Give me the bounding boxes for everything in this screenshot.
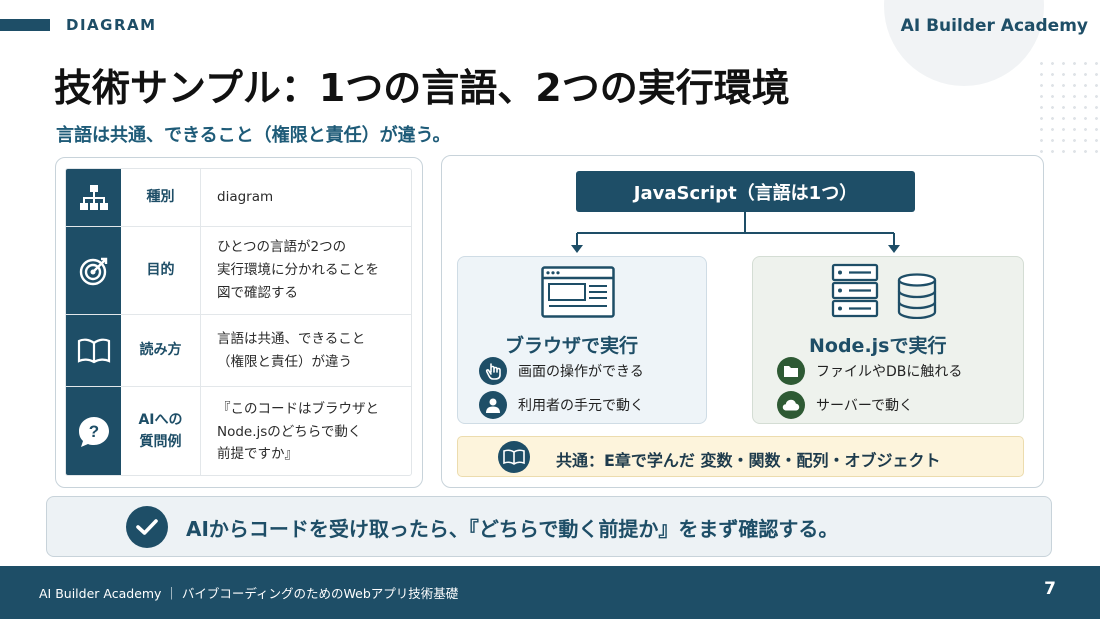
- info-value: 言語は共通、できること （権限と責任）が違う: [217, 330, 366, 370]
- callout-text: AIからコードを受け取ったら、『どちらで動く前提か』をまず確認する。: [186, 517, 839, 541]
- key-takeaway-callout: [46, 496, 1052, 557]
- background-dots: [1036, 58, 1098, 158]
- javascript-root-node: JavaScript（言語は1つ）: [576, 171, 915, 212]
- page-number: 7: [1044, 579, 1056, 599]
- node-item: ファイルやDBに触れる: [777, 357, 962, 385]
- info-row-type: 種別 diagram: [66, 169, 411, 226]
- info-label: 読み方: [121, 315, 201, 386]
- info-value: ひとつの言語が2つの 実行環境に分かれることを 図で確認する: [217, 239, 379, 301]
- folder-icon: [777, 357, 805, 385]
- info-row-purpose: 目的 ひとつの言語が2つの 実行環境に分かれることを 図で確認する: [66, 226, 411, 314]
- info-value: 『このコードはブラウザと Node.jsのどちらで動く 前提ですか』: [217, 400, 379, 463]
- common-box: [457, 436, 1024, 477]
- browser-item-text: 利用者の手元で動く: [518, 398, 644, 414]
- question-icon: ?: [66, 387, 121, 475]
- brand-name: AI Builder Academy: [900, 16, 1088, 36]
- check-icon: [126, 506, 168, 548]
- info-label: 種別: [121, 169, 201, 226]
- target-icon: [66, 227, 121, 314]
- info-label: AIへの 質問例: [121, 387, 201, 475]
- page-title: 技術サンプル：1つの言語、2つの実行環境: [54, 66, 790, 110]
- common-text: 共通：E章で学んだ 変数・関数・配列・オブジェクト: [556, 451, 941, 470]
- info-row-howto: 読み方 言語は共通、できること （権限と責任）が違う: [66, 314, 411, 386]
- info-label: 目的: [121, 227, 201, 314]
- hierarchy-icon: [66, 169, 121, 226]
- node-item-text: サーバーで動く: [816, 398, 914, 414]
- svg-text:?: ?: [88, 422, 98, 441]
- hand-pointer-icon: [479, 357, 507, 385]
- node-item-text: ファイルやDBに触れる: [816, 364, 963, 380]
- info-row-question: ? AIへの 質問例 『このコードはブラウザと Node.jsのどちらで動く 前…: [66, 386, 411, 475]
- info-table: 種別 diagram 目的 ひとつの言語が2つの 実行環境に分かれることを 図で…: [65, 168, 412, 476]
- section-accent-bar: [0, 19, 50, 31]
- node-item: サーバーで動く: [777, 391, 913, 419]
- footer-text: AI Builder Academy ｜ バイブコーディングのためのWebアプリ…: [39, 586, 459, 601]
- browser-env-title: ブラウザで実行: [505, 335, 639, 357]
- server-icon: [831, 263, 881, 323]
- browser-item: 画面の操作ができる: [479, 357, 644, 385]
- page-subtitle: 言語は共通、できること（権限と責任）が違う。: [56, 125, 451, 146]
- book-icon: [66, 315, 121, 386]
- node-env-title: Node.jsで実行: [809, 335, 947, 357]
- user-icon: [479, 391, 507, 419]
- footer-bar: [0, 566, 1100, 619]
- section-label: DIAGRAM: [66, 16, 157, 34]
- book-icon: [498, 441, 530, 473]
- browser-item-text: 画面の操作ができる: [518, 364, 644, 380]
- info-value: diagram: [217, 189, 274, 206]
- browser-item: 利用者の手元で動く: [479, 391, 644, 419]
- cloud-icon: [777, 391, 805, 419]
- browser-window-icon: [541, 266, 615, 322]
- database-icon: [896, 273, 938, 323]
